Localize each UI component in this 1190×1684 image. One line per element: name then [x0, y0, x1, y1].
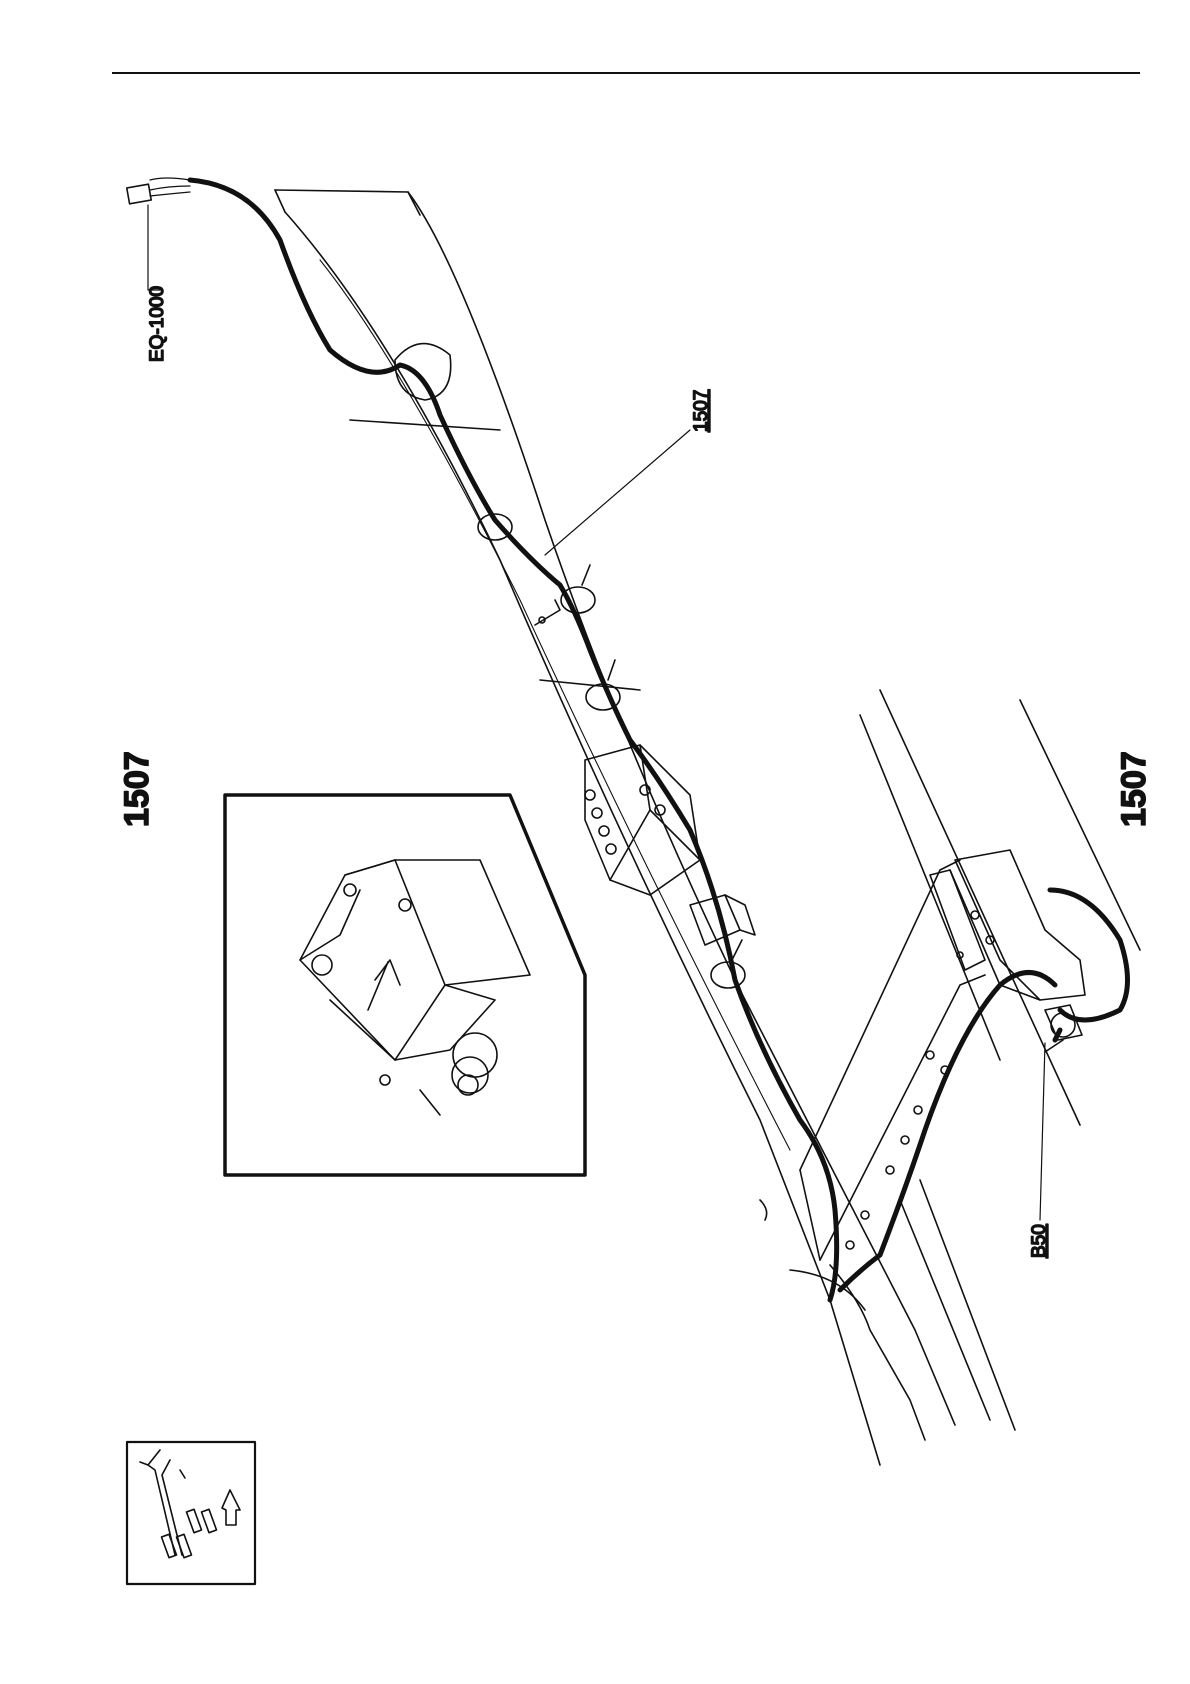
wiring-harness-1507	[190, 180, 1128, 1300]
sensor-label: B50	[1029, 1224, 1050, 1258]
page-number-top: 1507	[118, 751, 156, 827]
vehicle-chassis-orientation-icon	[127, 1442, 255, 1584]
page-number-right: 1507	[1115, 751, 1153, 827]
sensor-detail-inset	[225, 795, 585, 1175]
leader-lines	[148, 205, 1045, 1220]
rail-mounted-unit	[585, 745, 755, 945]
connector-label: EQ-1000	[147, 286, 168, 362]
harness-label: 1507	[691, 390, 712, 432]
connector-eq-1000	[127, 178, 190, 204]
chassis-rail	[275, 190, 955, 1465]
